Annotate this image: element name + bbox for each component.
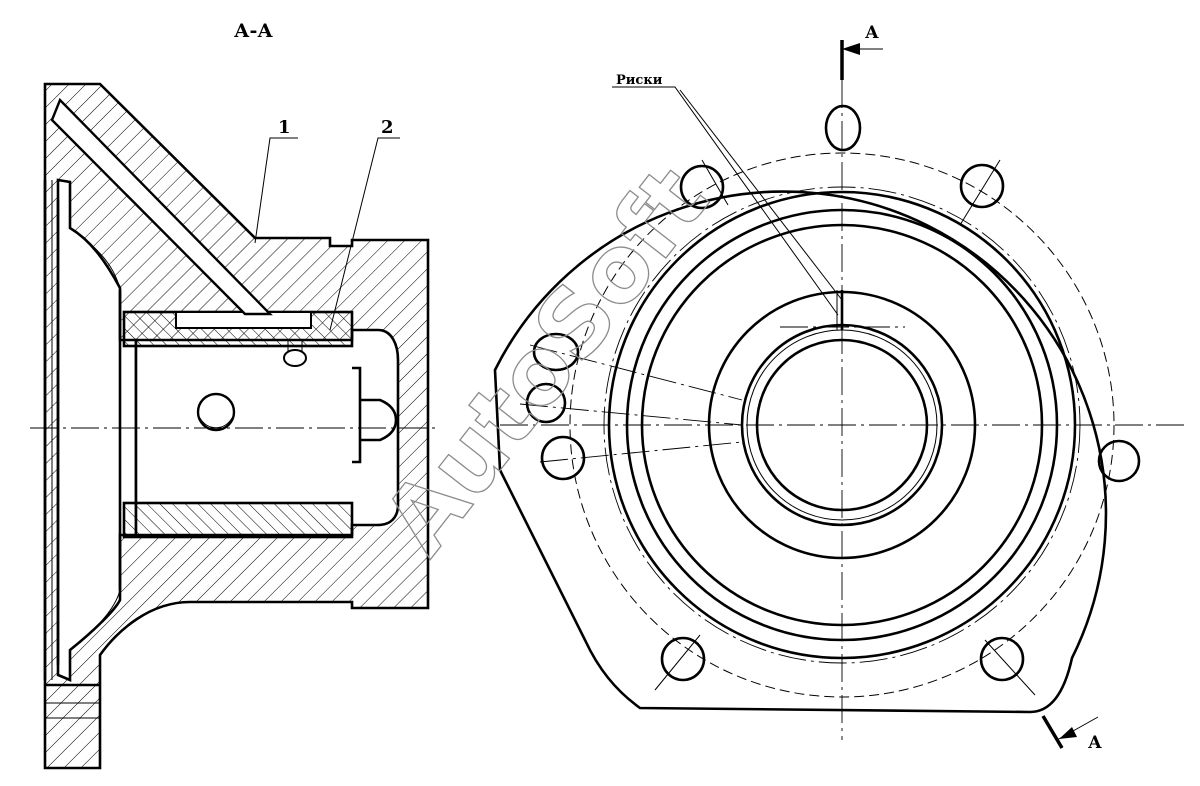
- cut-line-bottom: [1041, 715, 1064, 749]
- arrow-top-icon: [842, 43, 860, 55]
- bolt-hole-left-2: [525, 382, 567, 424]
- cut-label-bottom: А: [1088, 733, 1102, 753]
- bolt-hole-top: [824, 104, 862, 152]
- cut-label-top: А: [865, 23, 879, 43]
- oil-channel: [50, 97, 273, 316]
- flange-outline: [493, 190, 1108, 714]
- section-title: А-А: [234, 20, 273, 42]
- callout-part-1: 1: [278, 117, 291, 138]
- bolt-hole-upper-left: [679, 164, 725, 210]
- bolt-hole-left-1: [532, 332, 580, 372]
- end-plug: [352, 366, 362, 464]
- callout-part-2: 2: [381, 117, 394, 138]
- bolt-hole-lower-right: [979, 636, 1025, 682]
- bolt-hole-lower-left: [660, 636, 706, 682]
- front-view: [493, 40, 1185, 749]
- bolt-hole-right: [1097, 439, 1141, 483]
- set-screw: [283, 349, 307, 367]
- oil-groove: [175, 311, 312, 329]
- bushing-lower: [122, 501, 354, 539]
- section-view: [30, 82, 440, 770]
- pin-hole: [196, 392, 236, 432]
- arrow-bottom-icon: [1059, 727, 1077, 739]
- bolt-hole-upper-right: [959, 163, 1005, 209]
- housing-bore: [134, 328, 400, 537]
- marks-label: Риски: [616, 73, 663, 88]
